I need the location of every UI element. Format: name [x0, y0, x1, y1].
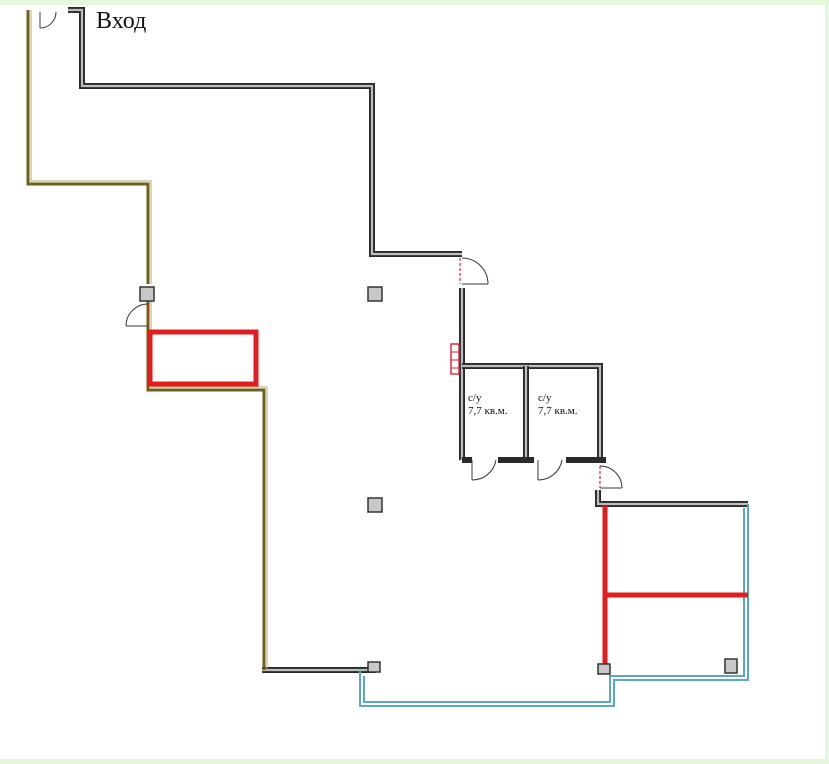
- column: [139, 286, 155, 302]
- main-walls: [68, 7, 748, 673]
- room-area: 7,7 кв.м.: [468, 405, 508, 417]
- doors: [39, 11, 623, 489]
- new-partitions: [147, 329, 748, 674]
- column: [367, 286, 383, 302]
- room-area: 7,7 кв.м.: [538, 405, 578, 417]
- room-label-wc-2: с/у 7,7 кв.м.: [538, 392, 578, 418]
- glazing: [359, 504, 749, 707]
- column: [367, 497, 383, 513]
- column: [597, 663, 611, 675]
- column: [724, 658, 738, 674]
- column: [367, 661, 381, 673]
- room-label-wc-1: с/у 7,7 кв.м.: [468, 392, 508, 418]
- entrance-label: Вход: [96, 8, 147, 34]
- columns: [139, 286, 738, 675]
- room-type: с/у: [538, 392, 552, 404]
- room-type: с/у: [468, 392, 482, 404]
